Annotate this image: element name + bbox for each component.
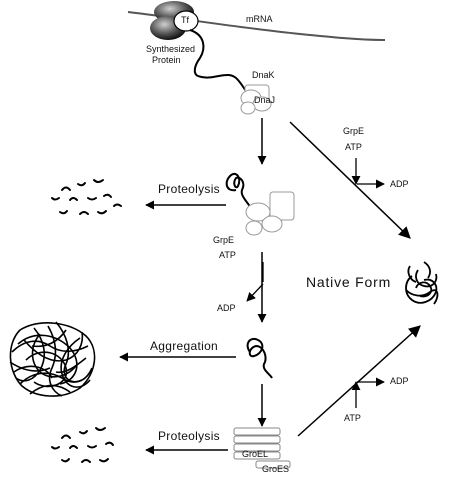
proteolysis-label-bottom: Proteolysis — [158, 429, 220, 443]
protein-label: Protein — [152, 55, 181, 65]
peptide-fragments-top — [51, 179, 122, 215]
grpe-label-mid: GrpE — [213, 235, 235, 245]
atp-label-top: ATP — [345, 142, 362, 152]
folding-intermediate — [246, 338, 273, 379]
native-form-label: Native Form — [306, 274, 392, 290]
nascent-chain — [189, 29, 253, 101]
dnak-dnaj-complex-mid — [245, 191, 295, 236]
groel-label: GroEL — [242, 449, 269, 459]
adp-out-mid — [246, 283, 264, 302]
arrow-to-native-top — [289, 121, 411, 239]
grpe-label-top: GrpE — [343, 126, 365, 136]
atp-label-mid: ATP — [219, 250, 236, 260]
peptide-fragments-bottom — [51, 427, 114, 463]
native-folded-protein — [405, 261, 439, 305]
aggregation-label: Aggregation — [150, 339, 219, 353]
atp-label-low: ATP — [344, 413, 361, 423]
protein-bound-dnak — [225, 172, 253, 211]
groel-groes-complex — [233, 427, 291, 469]
adp-label-mid: ADP — [217, 303, 236, 313]
proteolysis-label-top: Proteolysis — [158, 182, 220, 196]
protein-aggregate — [9, 321, 96, 397]
adp-label-top: ADP — [390, 179, 409, 189]
synthesized-label: Synthesized — [146, 44, 196, 54]
tf-label: Tf — [181, 15, 189, 25]
mrna-label: mRNA — [246, 14, 273, 24]
dnak-dnaj-complex-top — [240, 84, 272, 115]
adp-label-low: ADP — [390, 376, 409, 386]
groes-label: GroES — [262, 464, 290, 474]
dnak-label: DnaK — [252, 70, 275, 80]
dnaj-label: DnaJ — [254, 95, 276, 105]
arrow-to-native-bottom — [297, 325, 421, 437]
ribosome — [150, 1, 199, 40]
